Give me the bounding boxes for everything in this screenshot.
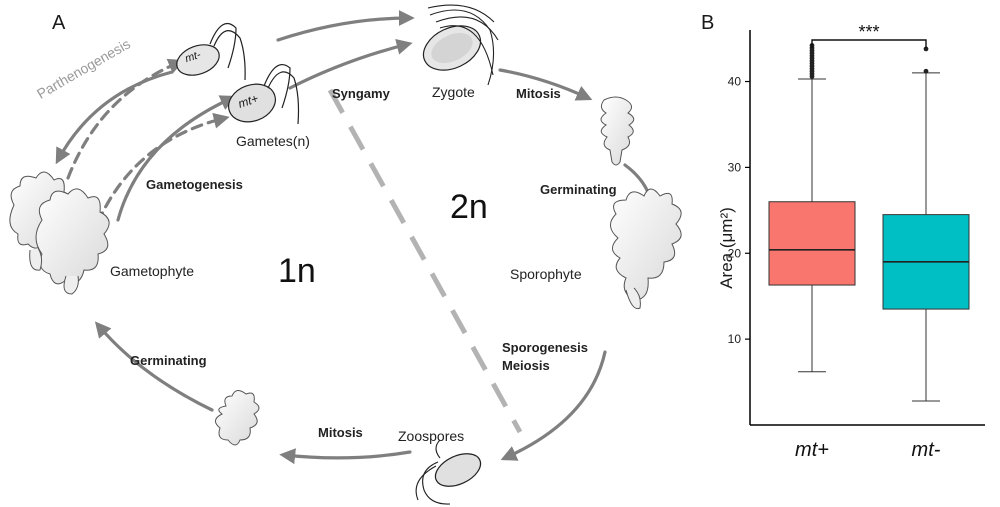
mt-minus-outlier (923, 68, 929, 74)
arrow-germinating-to-gametophyte (94, 321, 214, 412)
significance-stars: *** (858, 22, 879, 42)
mitosis-bottom-label: Mitosis (318, 425, 363, 440)
zoospores-label: Zoospores (398, 428, 465, 444)
embryo-thallus-icon (600, 96, 635, 166)
diploid-label: 2n (450, 188, 488, 226)
y-tick-label-30: 30 (728, 160, 742, 174)
arrow-gametes-to-zygote (288, 39, 413, 90)
panel-b-label: B (701, 12, 715, 34)
y-tick-label-40: 40 (728, 75, 742, 89)
arrow-parthenogenesis-minus (55, 70, 174, 165)
gametes-label: Gametes(n) (236, 133, 310, 149)
gamete-minus-icon (176, 23, 246, 81)
y-axis-label: Area (μm²) (717, 207, 736, 289)
sporophyte-label: Sporophyte (510, 266, 582, 282)
gametophyte-icon (9, 171, 110, 295)
y-tick-label-20: 20 (728, 246, 742, 260)
arrow-mitosis-zygote-to-embryo (498, 68, 593, 101)
arrow-gametes-to-zygote-top (276, 10, 415, 42)
mt-minus-category-label: mt- (912, 439, 941, 461)
gametogenesis-label: Gametogenesis (146, 177, 243, 192)
mt-plus-category-label: mt+ (795, 439, 829, 461)
mitosis-top-label: Mitosis (516, 86, 561, 101)
gametophyte-label: Gametophyte (110, 263, 195, 279)
germling-icon (215, 390, 260, 446)
mt-plus-box (768, 201, 856, 286)
arrow-gametogenesis (116, 95, 237, 222)
arrow-dashed-minus (66, 58, 185, 180)
sporophyte-icon (610, 188, 682, 310)
zoospore-icon (415, 439, 482, 505)
area-boxplot: 10 20 30 40 mt+ mt- *** (728, 22, 985, 461)
significance-bracket (811, 39, 927, 48)
zygote-label: Zygote (432, 84, 475, 100)
germinating-right-label: Germinating (540, 182, 617, 197)
syngamy-label: Syngamy (332, 86, 390, 101)
gamete-plus-icon (228, 64, 300, 125)
arrow-dashed-plus (96, 112, 230, 224)
zygote-icon (422, 4, 499, 86)
germinating-left-label: Germinating (130, 353, 207, 368)
mt-minus-outlier (923, 46, 929, 52)
meiosis-label: Meiosis (502, 358, 550, 373)
arrow-mitosis-to-germling (279, 448, 412, 465)
haploid-label: 1n (278, 252, 316, 290)
life-cycle-diagram (9, 4, 682, 505)
arrow-sporogenesis-meiosis (500, 350, 607, 461)
ploidy-divider (327, 88, 523, 434)
panel-a-label: A (52, 12, 66, 34)
y-tick-label-10: 10 (728, 332, 742, 346)
sporogenesis-label: Sporogenesis (502, 340, 588, 355)
